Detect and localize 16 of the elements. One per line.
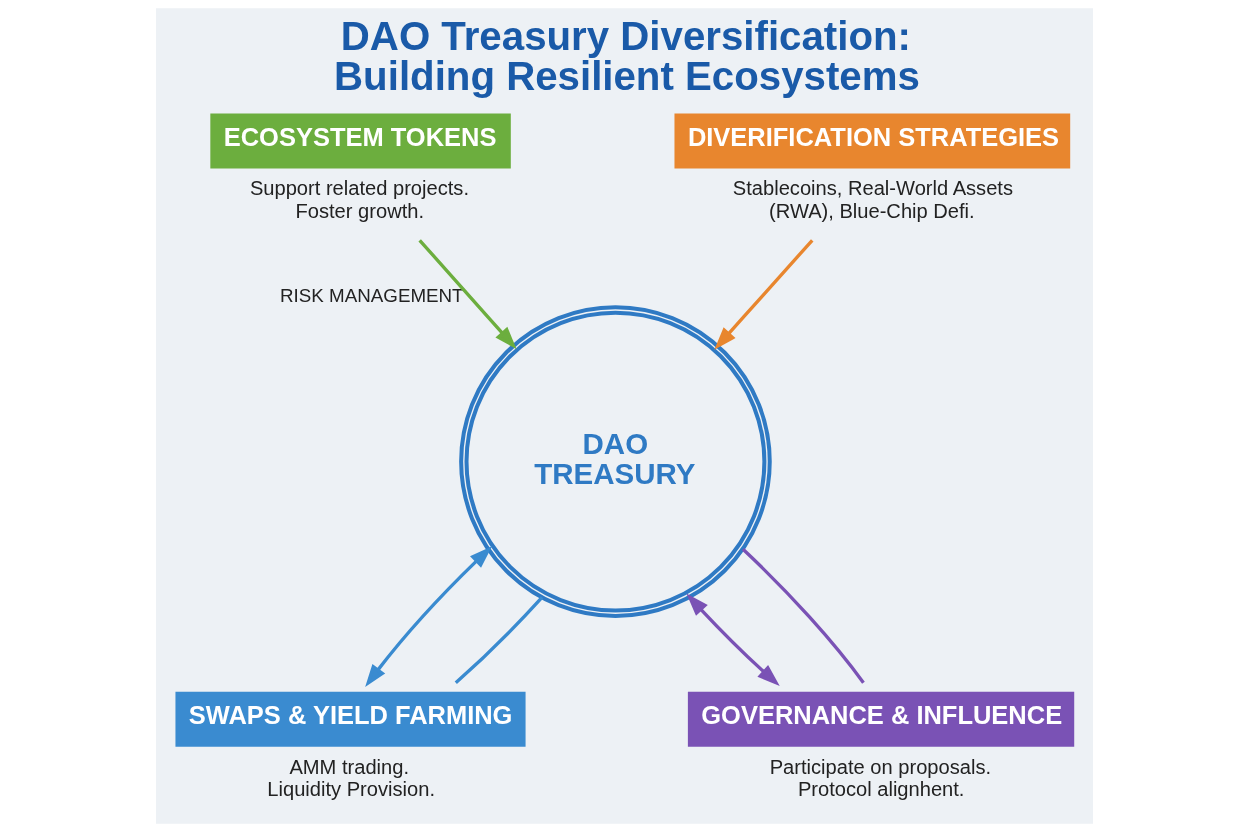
node-label: Support related projects. Foster growth. <box>249 177 469 223</box>
node-box: ECOSYSTEM TOKENS <box>209 113 511 169</box>
arrow <box>364 546 492 688</box>
arrow <box>685 593 780 687</box>
node-label: AMM trading. Liquidity Provision. <box>266 755 435 801</box>
diagram-title: DAO Treasury Diversification: Building Resilient Ecosystems <box>333 13 920 100</box>
node-label: RISK MANAGEMENT <box>279 285 464 307</box>
node-label: Stablecoins, Real-World Assets (RWA), Blue-Chip Defi. <box>732 177 1013 223</box>
node-box: DIVERIFICATION STRATEGIES <box>673 113 1070 169</box>
node-box: SWAPS & YIELD FARMING <box>174 691 526 747</box>
arrow <box>713 239 813 350</box>
node-box: GOVERNANCE & INFLUENCE <box>687 691 1074 747</box>
connector <box>454 596 543 684</box>
arrow <box>417 239 517 350</box>
node-label: Participate on proposals. Protocol alignhent. <box>769 755 991 801</box>
connector <box>741 548 865 684</box>
